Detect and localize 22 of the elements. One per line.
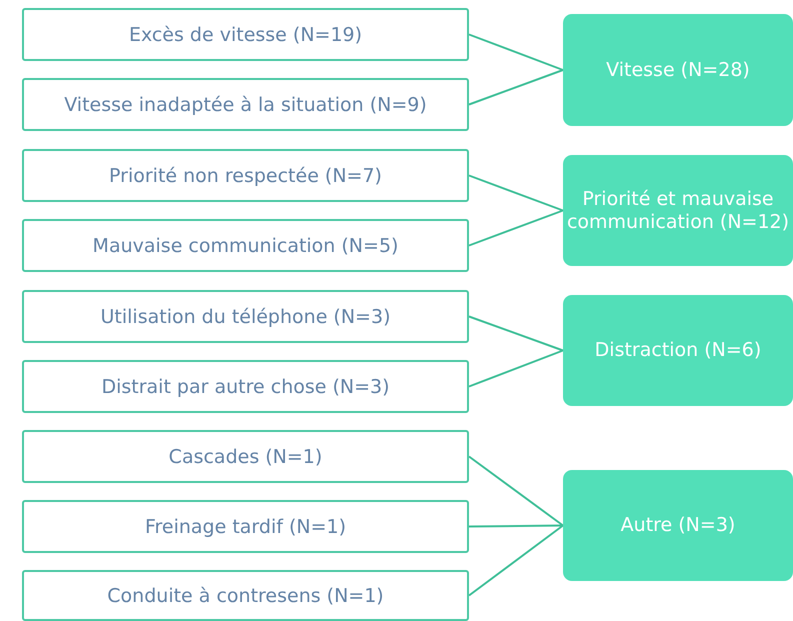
connector-line xyxy=(468,524,564,596)
category-box: Autre (N=3) xyxy=(563,470,793,581)
cause-box: Cascades (N=1) xyxy=(22,430,469,483)
cause-box: Mauvaise communication (N=5) xyxy=(22,219,469,272)
cause-box: Vitesse inadaptée à la situation (N=9) xyxy=(22,78,469,131)
connector-line xyxy=(468,524,564,528)
cause-box: Conduite à contresens (N=1) xyxy=(22,570,469,621)
connector-line xyxy=(468,210,564,246)
connector-line xyxy=(468,350,564,388)
cause-box: Excès de vitesse (N=19) xyxy=(22,8,469,61)
connector-line xyxy=(468,69,564,106)
category-box: Vitesse (N=28) xyxy=(563,14,793,126)
category-box: Priorité et mauvaise communication (N=12) xyxy=(563,155,793,266)
cause-box: Utilisation du téléphone (N=3) xyxy=(22,290,469,343)
connector-line xyxy=(468,174,564,212)
cause-box: Freinage tardif (N=1) xyxy=(22,500,469,553)
connector-line xyxy=(468,456,564,526)
connector-line xyxy=(468,34,564,71)
cause-box: Priorité non respectée (N=7) xyxy=(22,149,469,202)
connector-line xyxy=(468,316,564,352)
cause-box: Distrait par autre chose (N=3) xyxy=(22,360,469,413)
category-box: Distraction (N=6) xyxy=(563,295,793,406)
